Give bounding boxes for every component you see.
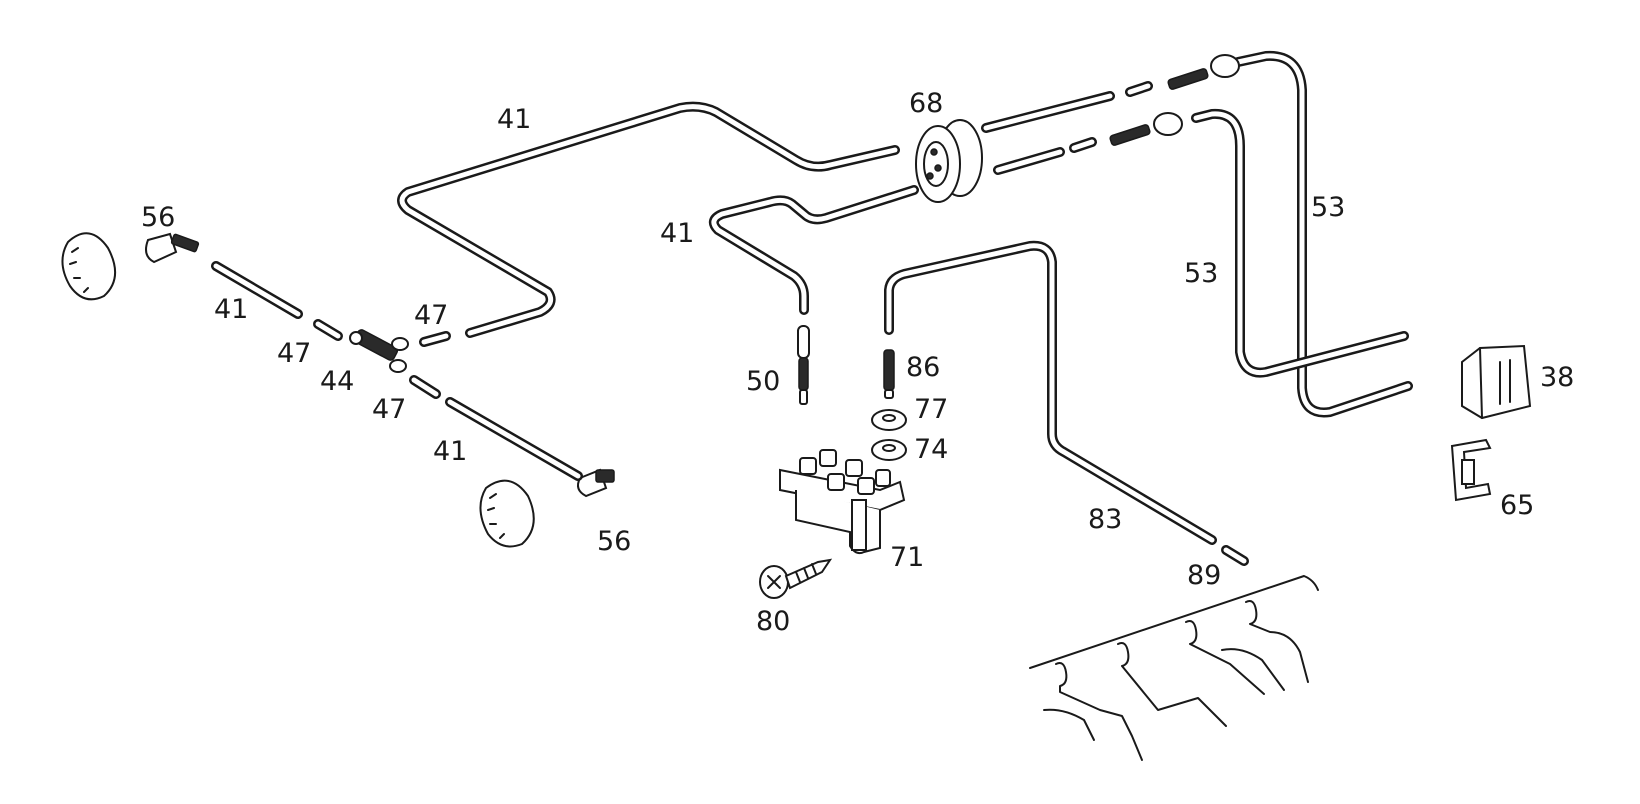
callout-56: 56: [141, 202, 175, 233]
tube-47-left: [313, 319, 343, 341]
intake-manifold: [1029, 575, 1319, 761]
valve-block-71: [779, 449, 906, 555]
callout-50: 50: [746, 366, 780, 397]
clip-65: [1450, 438, 1492, 502]
callout-74: 74: [914, 434, 948, 465]
connector-56-left: [145, 232, 200, 264]
washer-77: [871, 409, 907, 431]
tube-41-lower: [445, 397, 583, 481]
line-41-center: [708, 185, 919, 315]
callout-44: 44: [320, 366, 354, 397]
fitting-upper: [1109, 54, 1240, 146]
callout-83: 83: [1088, 504, 1122, 535]
tube-47-lower: [409, 375, 441, 399]
tube-41-left: [211, 261, 303, 319]
callout-41: 41: [214, 294, 248, 325]
callout-77: 77: [914, 394, 948, 425]
callout-47: 47: [414, 300, 448, 331]
callout-71: 71: [890, 542, 924, 573]
line-83: [884, 240, 1217, 545]
nipple-86: [883, 349, 895, 399]
hose-89: [1221, 545, 1249, 566]
hose-50: [797, 325, 810, 405]
callout-56: 56: [597, 526, 631, 557]
callout-47: 47: [277, 338, 311, 369]
callout-38: 38: [1540, 362, 1574, 393]
grommet-68: [915, 119, 983, 203]
callout-53: 53: [1311, 192, 1345, 223]
washer-74: [871, 439, 907, 461]
line-41-upper: [397, 101, 900, 338]
cap-left: [61, 232, 116, 301]
callout-80: 80: [756, 606, 790, 637]
callout-41: 41: [497, 104, 531, 135]
connector-56-bottom: [577, 468, 615, 498]
t-connector-44: [349, 329, 409, 373]
callout-47: 47: [372, 394, 406, 425]
line-53-outer: [1233, 50, 1413, 418]
callout-89: 89: [1187, 560, 1221, 591]
line-53-inner: [1191, 108, 1409, 378]
callout-41: 41: [433, 436, 467, 467]
tube-upper-right: [981, 81, 1153, 175]
tube-47-upper: [419, 331, 451, 347]
callout-68: 68: [909, 88, 943, 119]
callout-41: 41: [660, 218, 694, 249]
cap-bottom: [479, 479, 535, 548]
callout-53: 53: [1184, 258, 1218, 289]
connector-housing-38: [1461, 344, 1532, 420]
callout-86: 86: [906, 352, 940, 383]
screw-80: [759, 558, 833, 599]
callout-65: 65: [1500, 490, 1534, 521]
